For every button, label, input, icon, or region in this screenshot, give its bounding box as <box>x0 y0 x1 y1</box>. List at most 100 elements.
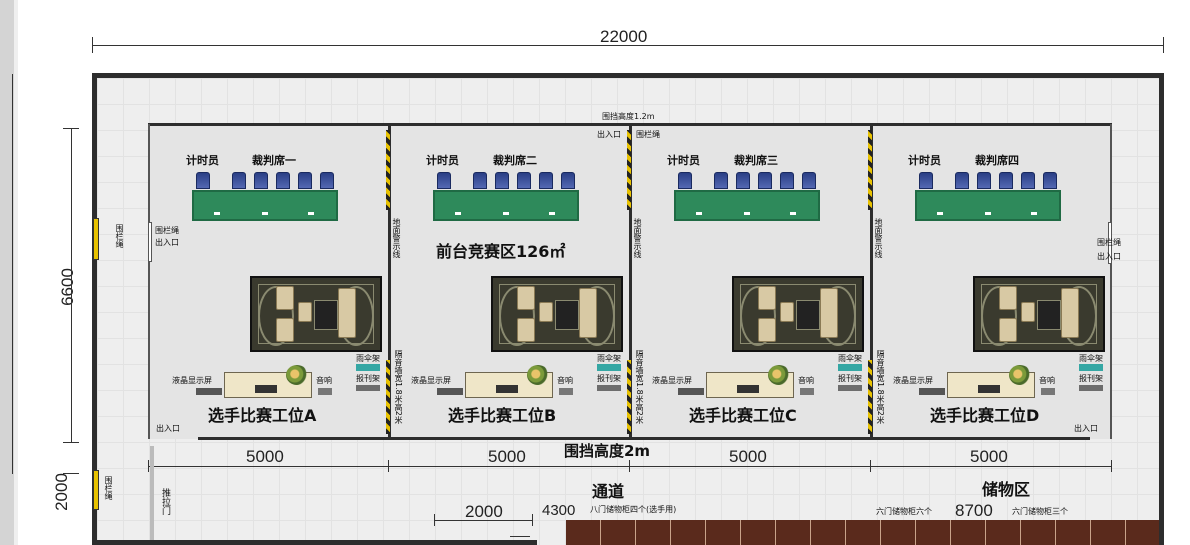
floor-warning-strip <box>386 130 390 210</box>
lcd-screen-label: 液晶显示屏 <box>172 376 212 385</box>
chair <box>232 172 246 189</box>
speaker-icon <box>559 388 573 395</box>
umbrella-rack <box>838 364 862 371</box>
magazine-rack <box>356 385 380 391</box>
speaker-label: 音响 <box>557 376 573 385</box>
sound-wall-label: 隔音墙宽1.8米高2米 <box>876 350 885 424</box>
bottom-wall-left <box>97 540 537 545</box>
right-gate <box>1108 222 1112 264</box>
chair <box>736 172 750 189</box>
speaker-label: 音响 <box>316 376 332 385</box>
dimension-tick <box>1111 460 1112 472</box>
left-rope-inner: 围栏绳 <box>155 226 179 235</box>
chair <box>919 172 933 189</box>
right-fence-rope: 围栏绳 <box>1097 238 1121 247</box>
right-entrance: 出入口 <box>1097 252 1121 261</box>
station-label: 选手比赛工位D <box>930 406 1040 425</box>
umbrella-rack-label: 雨伞架 <box>356 354 380 363</box>
plant-icon <box>527 365 549 385</box>
floor-warning-strip <box>868 130 872 210</box>
magazine-rack <box>1079 385 1103 391</box>
umbrella-rack-label: 雨伞架 <box>597 354 621 363</box>
dimension-4300: 4300 <box>542 502 576 519</box>
dimension-booth-width: 5000 <box>488 447 526 466</box>
dimension-tick <box>92 37 93 53</box>
judge-seat-label: 裁判席一 <box>252 154 296 167</box>
chair <box>999 172 1013 189</box>
chair <box>561 172 575 189</box>
booth-divider-1 <box>388 124 391 439</box>
station-label: 选手比赛工位C <box>689 406 797 425</box>
judge-seat-label: 裁判席二 <box>493 154 537 167</box>
speaker-label: 音响 <box>1039 376 1055 385</box>
plant-icon <box>286 365 308 385</box>
carpet-sofa-set <box>973 276 1105 352</box>
locker-8-label: 八门储物柜四个(选手用) <box>590 505 677 514</box>
judge-table <box>674 190 820 221</box>
lcd-screen-label: 液晶显示屏 <box>411 376 451 385</box>
floor-warning-strip <box>386 360 390 434</box>
magazine-rack-label: 报刊架 <box>597 374 621 383</box>
judge-table <box>433 190 579 221</box>
lcd-screen-label: 液晶显示屏 <box>893 376 933 385</box>
left-fence-rope: 围栏绳 <box>115 224 124 248</box>
judge-seat-label: 裁判席三 <box>734 154 778 167</box>
dimension-line-2000 <box>434 520 532 521</box>
dimension-booth-width: 5000 <box>246 447 284 466</box>
umbrella-rack-label: 雨伞架 <box>838 354 862 363</box>
chair <box>437 172 451 189</box>
dimension-total-height: 6600 <box>58 268 77 306</box>
judge-seat-label: 裁判席四 <box>975 154 1019 167</box>
floor-warning-line-label: 地面警示线 <box>392 218 401 258</box>
room-wall-right <box>1110 124 1112 439</box>
magazine-rack-label: 报刊架 <box>356 374 380 383</box>
chair <box>1043 172 1057 189</box>
outer-wall-left <box>92 73 97 545</box>
carpet-sofa-set <box>732 276 864 352</box>
lcd-screen <box>919 388 945 395</box>
dimension-tick <box>63 128 79 129</box>
judge-table <box>915 190 1061 221</box>
room-wall-bottom <box>198 437 1090 440</box>
chair <box>276 172 290 189</box>
locker-6b-label: 六门储物柜三个 <box>1012 507 1068 516</box>
magazine-rack <box>838 385 862 391</box>
booth-divider-2 <box>629 124 632 439</box>
umbrella-rack <box>597 364 621 371</box>
dimension-tick <box>148 460 149 472</box>
chair <box>539 172 553 189</box>
chair <box>1021 172 1035 189</box>
chair <box>473 172 487 189</box>
dimension-line-total-height <box>12 74 13 474</box>
sliding-door-label: 推拉门 <box>160 488 170 515</box>
storage-label: 储物区 <box>982 480 1031 499</box>
station-label: 选手比赛工位A <box>208 406 317 425</box>
floor-warning-strip <box>868 360 872 434</box>
plant-icon <box>1009 365 1031 385</box>
floor-warning-line-label: 地面警示线 <box>874 218 883 258</box>
sound-wall-label: 隔音墙宽1.8米高2米 <box>394 350 403 424</box>
speaker-label: 音响 <box>798 376 814 385</box>
left-entrance: 出入口 <box>155 238 179 247</box>
left-fence-rope-bottom: 围栏绳 <box>104 476 113 500</box>
left-margin-edge <box>14 0 18 545</box>
magazine-rack <box>597 385 621 391</box>
dimension-8700: 8700 <box>955 501 993 520</box>
chair <box>678 172 692 189</box>
magazine-rack-label: 报刊架 <box>1079 374 1103 383</box>
chair <box>196 172 210 189</box>
speaker-icon <box>318 388 332 395</box>
chair <box>955 172 969 189</box>
chair <box>802 172 816 189</box>
top-entrance: 出入口 <box>597 130 621 139</box>
umbrella-rack <box>1079 364 1103 371</box>
magazine-rack-label: 报刊架 <box>838 374 862 383</box>
dimension-line-room-height <box>71 128 72 442</box>
lcd-screen <box>678 388 704 395</box>
dimension-tick <box>63 442 79 443</box>
left-gate <box>148 222 152 262</box>
judge-table <box>192 190 338 221</box>
chair <box>298 172 312 189</box>
booth-divider-3 <box>870 124 873 439</box>
station-label: 选手比赛工位B <box>448 406 557 425</box>
